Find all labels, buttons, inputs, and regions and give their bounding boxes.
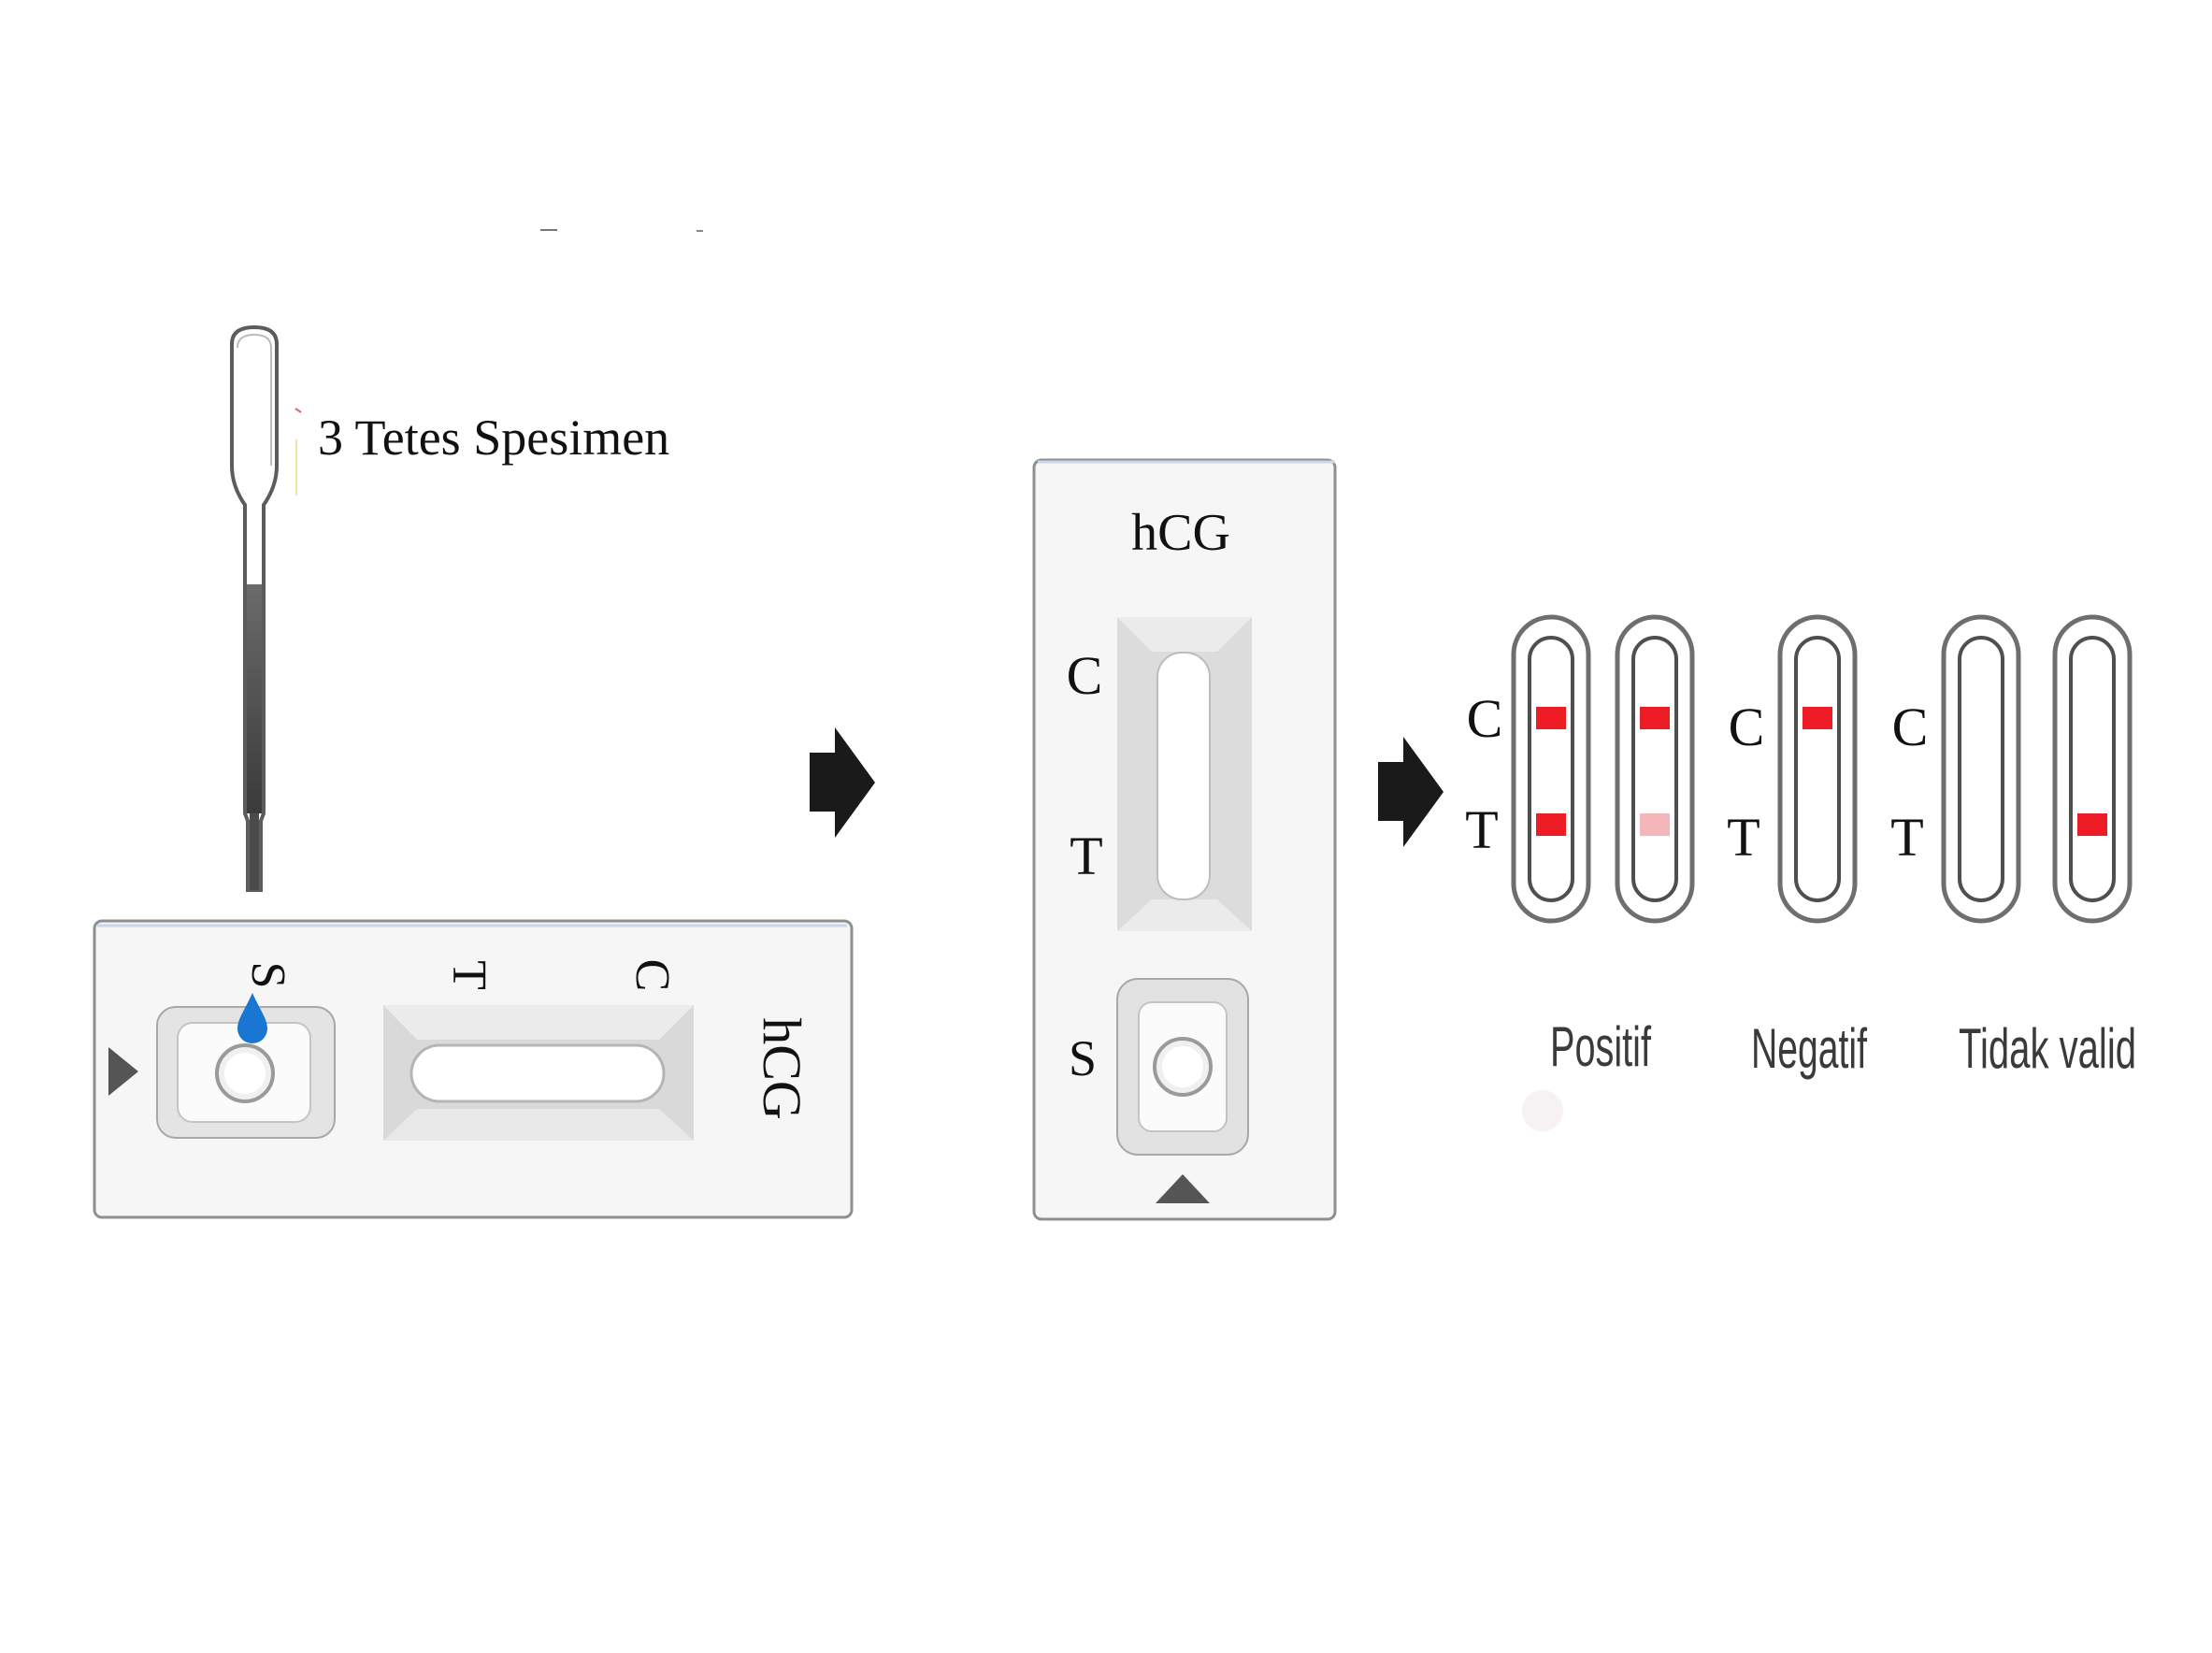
result-group-tidak-valid: C T Tidak valid xyxy=(1890,614,2136,1080)
result-group-negatif: C T Negatif xyxy=(1727,614,1867,1080)
result-label-c: C xyxy=(1467,688,1503,749)
cassette-brand: hCG xyxy=(1131,504,1230,562)
cassette-label-t: T xyxy=(1070,826,1102,886)
strip-window xyxy=(1958,636,2004,902)
arrow-right-icon xyxy=(810,727,875,838)
results-panel: C T Positif C T Negatif C T Tidak valid xyxy=(1465,614,2136,1131)
cassette-label-t: T xyxy=(442,960,496,990)
cassette-label-c: C xyxy=(625,959,679,992)
step2: hCG C T S xyxy=(1032,458,1337,1221)
control-line xyxy=(1640,707,1670,729)
test-line xyxy=(1640,813,1670,836)
result-window xyxy=(1117,617,1252,931)
cassette-label-s: S xyxy=(241,962,294,989)
strip-window xyxy=(2069,636,2116,902)
result-name: Positif xyxy=(1550,1015,1651,1078)
cassette-brand: hCG xyxy=(752,1017,812,1120)
result-strip xyxy=(2052,614,2133,924)
cassette-label-c: C xyxy=(1067,645,1103,706)
sample-well xyxy=(1116,978,1249,1156)
drop-icon xyxy=(237,993,267,1043)
result-label-t: T xyxy=(1465,799,1498,860)
strip-window xyxy=(1528,636,1574,902)
result-label-c: C xyxy=(1892,697,1929,757)
result-window xyxy=(383,1005,694,1141)
test-line xyxy=(1536,813,1566,836)
result-name: Negatif xyxy=(1751,1017,1867,1080)
result-strip xyxy=(1615,614,1695,924)
result-label-t: T xyxy=(1890,807,1923,868)
horizontal-test-cassette: S T C hCG xyxy=(93,919,854,1219)
vertical-test-cassette: hCG C T S xyxy=(1032,458,1337,1221)
step1: 3 Tetes Spesimen S xyxy=(93,324,854,1219)
arrow-right-icon xyxy=(1378,737,1444,847)
result-strip xyxy=(1941,614,2021,924)
result-label-t: T xyxy=(1727,807,1760,868)
stray-dot xyxy=(1522,1090,1563,1131)
result-group-positif: C T Positif xyxy=(1465,614,1695,1078)
pipette-icon xyxy=(230,324,302,892)
control-line xyxy=(1803,707,1832,729)
control-line xyxy=(1536,707,1566,729)
strip-window xyxy=(1794,636,1841,902)
triangle-marker-icon xyxy=(108,1047,138,1096)
cassette-label-s: S xyxy=(1069,1030,1097,1086)
result-strip xyxy=(1777,614,1858,924)
test-line xyxy=(2077,813,2107,836)
result-label-c: C xyxy=(1729,697,1765,757)
strip-window xyxy=(1631,636,1678,902)
result-strip xyxy=(1511,614,1591,924)
pipette-caption: 3 Tetes Spesimen xyxy=(318,410,669,466)
result-name: Tidak valid xyxy=(1959,1017,2136,1080)
triangle-marker-icon xyxy=(1156,1174,1210,1203)
stray-marks xyxy=(540,229,703,232)
